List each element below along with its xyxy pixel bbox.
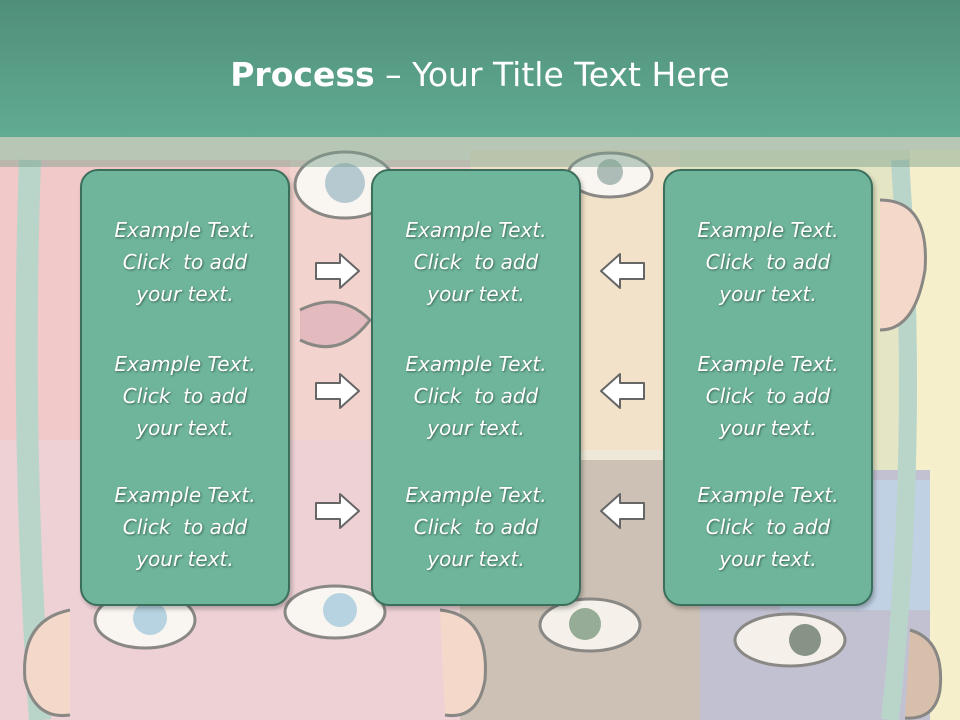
text-block[interactable]: Example Text. Click to add your text. [373,479,579,575]
text-line: Click to add [122,250,248,274]
text-line: Example Text. [697,483,839,507]
text-line: Click to add [705,515,831,539]
right-arrow-icon [315,373,360,409]
process-box-1[interactable]: Example Text. Click to add your text. Ex… [80,169,290,606]
title-band [0,0,960,137]
text-block[interactable]: Example Text. Click to add your text. [373,214,579,310]
title-rest: – Your Title Text Here [374,55,730,94]
left-arrow-icon [600,253,645,289]
slide-title: Process – Your Title Text Here [0,50,960,100]
right-arrow-icon [315,493,360,529]
text-block[interactable]: Example Text. Click to add your text. [373,348,579,444]
text-block[interactable]: Example Text. Click to add your text. [82,348,288,444]
text-block[interactable]: Example Text. Click to add your text. [665,348,871,444]
text-line: Example Text. [114,352,256,376]
right-arrow-icon [315,253,360,289]
text-line: your text. [719,282,817,306]
title-strip [0,137,960,167]
text-line: Click to add [122,384,248,408]
text-line: Click to add [705,250,831,274]
text-line: your text. [719,416,817,440]
text-line: your text. [427,416,525,440]
process-box-2[interactable]: Example Text. Click to add your text. Ex… [371,169,581,606]
text-line: Example Text. [697,352,839,376]
text-line: Example Text. [114,218,256,242]
text-line: Click to add [413,515,539,539]
text-line: Click to add [413,384,539,408]
text-block[interactable]: Example Text. Click to add your text. [82,214,288,310]
text-line: Example Text. [405,352,547,376]
text-block[interactable]: Example Text. Click to add your text. [82,479,288,575]
text-line: Click to add [122,515,248,539]
text-line: Example Text. [405,483,547,507]
text-line: your text. [136,282,234,306]
process-box-3[interactable]: Example Text. Click to add your text. Ex… [663,169,873,606]
text-line: Example Text. [697,218,839,242]
text-block[interactable]: Example Text. Click to add your text. [665,479,871,575]
text-line: Click to add [705,384,831,408]
text-line: Example Text. [114,483,256,507]
text-line: Click to add [413,250,539,274]
title-bold: Process [230,55,375,94]
text-line: Example Text. [405,218,547,242]
text-block[interactable]: Example Text. Click to add your text. [665,214,871,310]
left-arrow-icon [600,373,645,409]
text-line: your text. [136,416,234,440]
text-line: your text. [427,547,525,571]
left-arrow-icon [600,493,645,529]
text-line: your text. [427,282,525,306]
text-line: your text. [136,547,234,571]
text-line: your text. [719,547,817,571]
